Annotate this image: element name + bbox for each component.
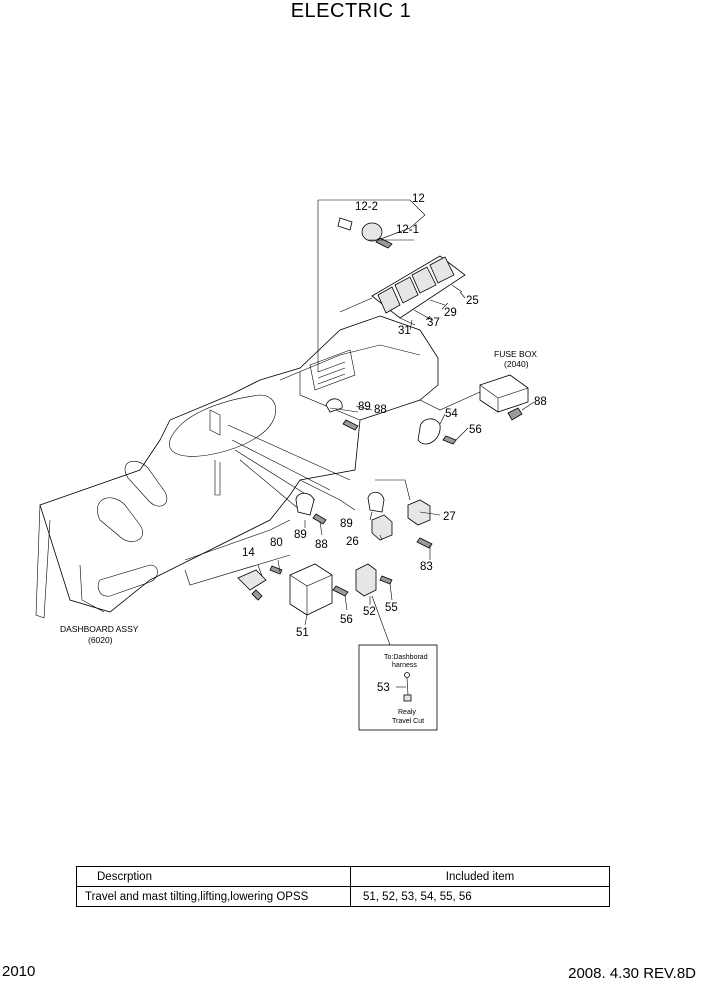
callout-37: 37: [427, 317, 440, 329]
fuse-box-ref: (2040): [504, 359, 529, 369]
clamps-and-relays: [237, 398, 457, 616]
table-header-included-item: Included item: [350, 866, 610, 887]
table-header-description: Descrption: [76, 866, 351, 887]
callout-52: 52: [363, 606, 376, 618]
callout-14: 14: [242, 547, 255, 559]
table-cell-description: Travel and mast tilting,lifting,lowering…: [76, 886, 351, 907]
callout-89-top: 89: [358, 401, 371, 413]
callout-12: 12: [412, 193, 425, 205]
inset-to-label: To:Dashborad: [384, 654, 428, 661]
callout-31: 31: [398, 325, 411, 337]
callout-88-top: 88: [374, 404, 387, 416]
callout-12-1: 12-1: [396, 224, 419, 236]
callout-29: 29: [444, 307, 457, 319]
leader-lines: [257, 239, 535, 646]
dashboard-ref: (6020): [88, 635, 113, 645]
switch-panel: [339, 255, 466, 326]
callout-27: 27: [443, 511, 456, 523]
callout-89-left: 89: [294, 529, 307, 541]
callout-88-fuse: 88: [534, 396, 547, 408]
inset-relay-label: Realy: [398, 709, 416, 716]
dashboard-label: DASHBOARD ASSY: [60, 624, 139, 634]
callout-26: 26: [346, 536, 359, 548]
inset-harness-label: harness: [392, 662, 417, 669]
inset-travel-cut-label: Travel Cut: [392, 718, 424, 725]
callout-56-top: 56: [469, 424, 482, 436]
callout-25: 25: [466, 295, 479, 307]
table-header-row: Descrption Included item: [76, 866, 610, 887]
revision-date: 2008. 4.30 REV.8D: [568, 965, 696, 982]
callout-88-left: 88: [315, 539, 328, 551]
callout-80: 80: [270, 537, 283, 549]
callout-12-2: 12-2: [355, 201, 378, 213]
page-number: 2010: [2, 963, 36, 980]
callout-89-mid: 89: [340, 518, 353, 530]
included-items-table: Descrption Included item Travel and mast…: [76, 866, 610, 907]
inset-detail: [358, 644, 438, 731]
key-switch-part-12: [317, 199, 426, 372]
page-title: ELECTRIC 1: [290, 0, 412, 22]
callout-83: 83: [420, 561, 433, 573]
callout-53: 53: [377, 682, 390, 694]
table-cell-items: 51, 52, 53, 54, 55, 56: [350, 886, 610, 907]
table-row: Travel and mast tilting,lifting,lowering…: [76, 886, 610, 907]
fuse-box: [419, 374, 529, 421]
callout-56-bottom: 56: [340, 614, 353, 626]
fuse-box-label: FUSE BOX: [494, 349, 537, 359]
callout-54: 54: [445, 408, 458, 420]
callout-55: 55: [385, 602, 398, 614]
dashboard-assembly: [35, 315, 439, 619]
callout-51: 51: [296, 627, 309, 639]
